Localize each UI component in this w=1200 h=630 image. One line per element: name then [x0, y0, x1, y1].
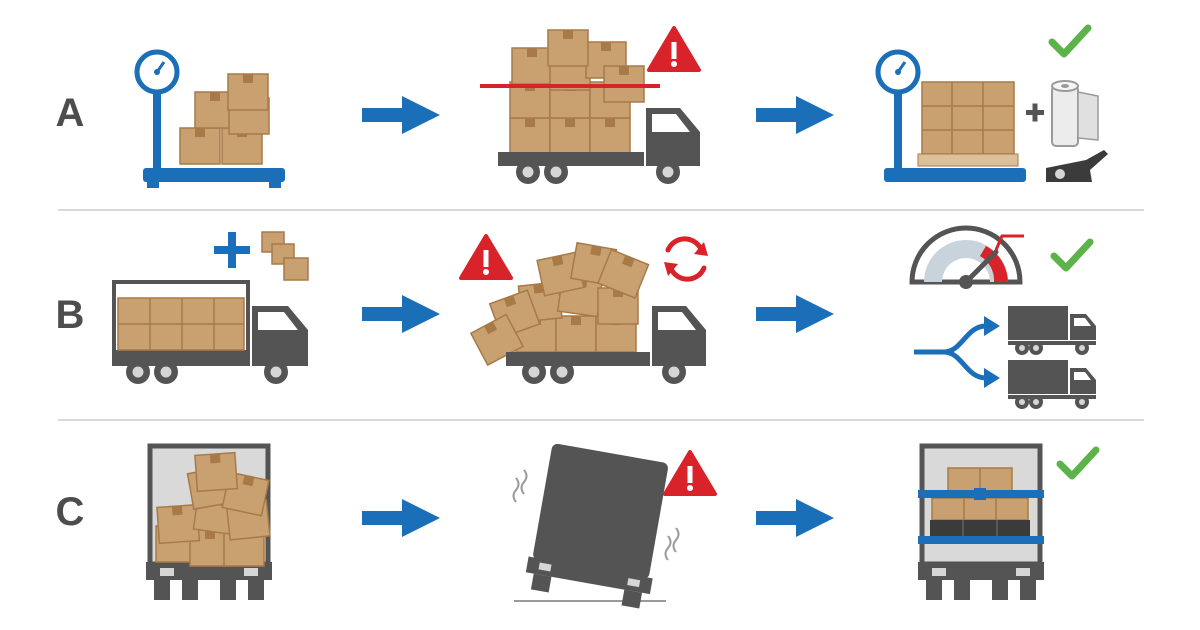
- boxes-icon: [261, 231, 309, 281]
- truck-icon: [1008, 360, 1096, 409]
- speedometer-icon: [909, 225, 1024, 289]
- plus-icon: [1026, 103, 1044, 122]
- arrow-right-icon: [756, 499, 834, 537]
- scale-icon: [875, 49, 1026, 182]
- arrow-right-icon: [362, 499, 440, 537]
- check-icon: [1060, 450, 1096, 476]
- stretch-wrap-icon: [1051, 80, 1099, 147]
- arrow-right-icon: [362, 96, 440, 134]
- boxes-icon: [917, 81, 1019, 167]
- row-label-a: A: [55, 91, 85, 135]
- unstable-truck: [459, 234, 708, 384]
- secured-cargo-rear-view: [918, 443, 1096, 600]
- row-divider: [58, 209, 1144, 211]
- boxes-icon: [509, 29, 645, 155]
- unsecured-cargo-rear-view: [146, 443, 272, 600]
- split-load-solution: [909, 225, 1096, 409]
- warning-icon: [663, 450, 717, 496]
- plus-icon: [214, 232, 250, 268]
- check-icon: [1054, 242, 1090, 268]
- warning-icon: [459, 234, 513, 280]
- scale-icon: [134, 49, 285, 188]
- truck-icon: [506, 306, 706, 384]
- tilted-truck-icon: [525, 443, 668, 609]
- warning-icon: [647, 26, 701, 72]
- split-arrow-icon: [914, 316, 1000, 388]
- boxes-icon: [179, 73, 270, 165]
- palletized-load: [875, 28, 1108, 182]
- truck-adding-boxes: [112, 231, 309, 384]
- ratchet-strap-icon: [918, 488, 1044, 544]
- overloaded-truck: [480, 26, 701, 184]
- row-label-b: B: [55, 293, 85, 337]
- truck-icon: [112, 280, 308, 384]
- arrow-right-icon: [362, 295, 440, 333]
- truck-icon: [498, 108, 700, 184]
- row-divider: [58, 419, 1144, 421]
- tipping-truck: [512, 443, 717, 609]
- refresh-icon: [664, 236, 708, 282]
- row-label-c: C: [55, 490, 85, 534]
- scale-with-boxes: [134, 49, 285, 188]
- check-icon: [1052, 28, 1088, 54]
- motion-lines: [512, 469, 680, 561]
- truck-icon: [1008, 306, 1096, 355]
- arrow-right-icon: [756, 96, 834, 134]
- arrow-right-icon: [756, 295, 834, 333]
- strapping-tool-icon: [1046, 150, 1108, 182]
